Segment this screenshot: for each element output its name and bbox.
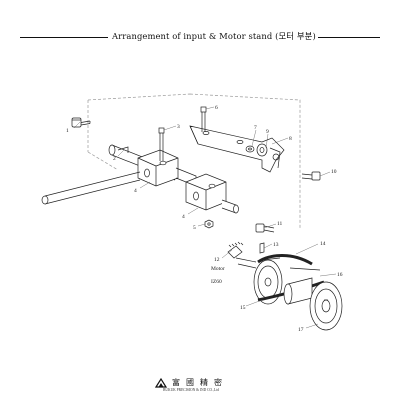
footer: 富國精密 BUKUK PRECISION & IND CO.,Ltd	[150, 377, 260, 397]
nut-part-5	[204, 219, 214, 229]
header: Arrangement of input & Motor stand (모터 부…	[20, 30, 380, 44]
washer-part-9	[256, 143, 268, 157]
bearing-block-4b	[185, 173, 239, 214]
part-label-12: 12	[214, 257, 220, 263]
part-label-9: 9	[266, 129, 269, 135]
pulley-hub-part-17	[309, 281, 343, 331]
part-label-16: 16	[337, 272, 343, 278]
part-label-2: 2	[113, 156, 116, 162]
part-label-14: 14	[320, 241, 326, 247]
part-label-1: 1	[66, 128, 69, 134]
motor-model-label: IZ60	[211, 279, 222, 285]
bolt-part-3	[158, 127, 165, 161]
part-label-17: 17	[298, 327, 304, 333]
motor-pulley-part-15	[253, 257, 283, 305]
motor-bracket-part-8	[189, 125, 285, 173]
key-part-13	[259, 242, 265, 254]
stand-outline-dashed	[87, 93, 301, 228]
bearing-block-4a	[137, 149, 179, 187]
header-rule-right	[318, 37, 380, 38]
part-label-8: 8	[289, 136, 292, 142]
part-label-10: 10	[331, 169, 337, 175]
motor-label: Motor	[211, 266, 225, 272]
bolt-part-1	[71, 117, 91, 128]
company-name-cn: 富國精密	[172, 378, 228, 387]
motor-shaft-part-12	[227, 241, 257, 269]
part-label-11: 11	[277, 221, 283, 227]
driven-pulley-part-16	[283, 277, 313, 305]
part-label-5: 5	[193, 225, 196, 231]
part-label-6: 6	[215, 105, 218, 111]
part-label-4b: 4	[182, 214, 185, 220]
leader-lines	[73, 106, 337, 329]
diagram-title: Arrangement of input & Motor stand (모터 부…	[112, 31, 316, 41]
company-name-en: BUKUK PRECISION & IND CO.,Ltd	[163, 388, 219, 392]
bolt-part-10	[301, 171, 321, 181]
part-label-7: 7	[254, 125, 257, 131]
washer-part-7	[245, 145, 255, 153]
bolt-part-6	[200, 106, 207, 132]
part-label-15: 15	[240, 305, 246, 311]
part-label-3: 3	[177, 124, 180, 130]
bolt-part-11	[255, 223, 275, 233]
part-label-4a: 4	[134, 188, 137, 194]
part-label-13: 13	[273, 242, 279, 248]
company-logo-icon	[154, 377, 168, 388]
part-labels: 1 2 3 4 4 5 6 7 8 9 10 11 12 13 14 15 16…	[66, 105, 343, 333]
header-rule-left	[20, 37, 108, 38]
